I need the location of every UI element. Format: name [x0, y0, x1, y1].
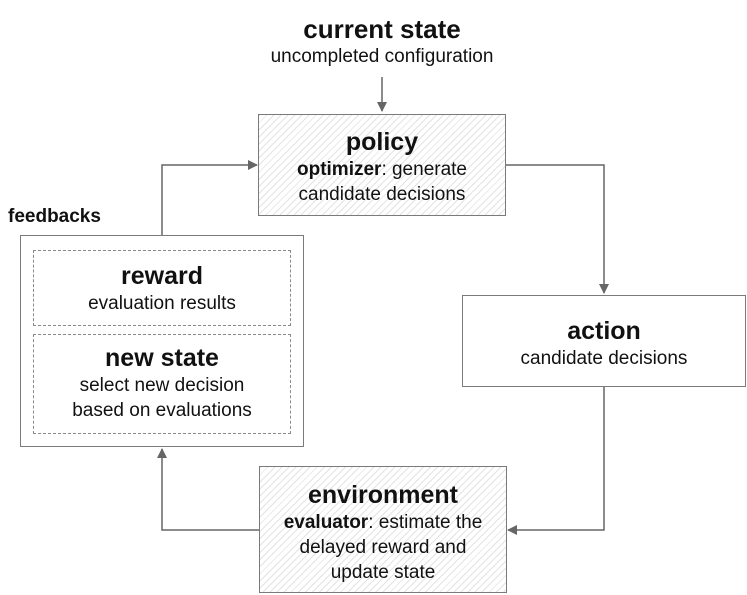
environment-line-1-rest: : estimate the: [368, 512, 483, 533]
current-state-subtitle: uncompleted configuration: [270, 46, 494, 67]
action-box: action candidate decisions: [462, 295, 746, 387]
current-state-block: current state uncompleted configuration: [232, 14, 532, 69]
environment-line-1: evaluator: estimate the: [260, 510, 506, 535]
feedbacks-label: feedbacks: [8, 206, 101, 227]
reward-title: reward: [121, 262, 203, 290]
environment-line-2: delayed reward and: [299, 537, 467, 558]
environment-title: environment: [307, 481, 459, 509]
reward-subtitle: evaluation results: [88, 293, 236, 314]
environment-line-3: update state: [330, 562, 436, 583]
arrow-policy-to-action: [505, 164, 609, 294]
current-state-title: current state: [303, 14, 461, 44]
new-state-title: new state: [105, 344, 219, 372]
reward-box: reward evaluation results: [33, 250, 291, 326]
new-state-box: new state select new decision based on e…: [33, 334, 291, 434]
policy-box: policy optimizer: generate candidate dec…: [258, 114, 506, 216]
arrow-feedbacks-to-policy: [161, 160, 258, 235]
policy-title: policy: [345, 128, 419, 156]
policy-line-1: optimizer: generate: [259, 157, 505, 182]
new-state-line-2: based on evaluations: [72, 400, 252, 421]
new-state-line-1: select new decision: [79, 375, 245, 396]
arrow-action-to-environment: [507, 387, 605, 535]
feedbacks-box: reward evaluation results new state sele…: [20, 235, 304, 447]
policy-optimizer-label: optimizer: [296, 159, 382, 180]
arrow-environment-to-feedbacks: [157, 448, 259, 531]
policy-line-1-rest: : generate: [381, 159, 468, 180]
action-title: action: [567, 317, 641, 345]
environment-evaluator-label: evaluator: [283, 512, 369, 533]
policy-line-2: candidate decisions: [298, 184, 466, 205]
action-subtitle: candidate decisions: [520, 348, 688, 369]
environment-box: environment evaluator: estimate the dela…: [259, 466, 507, 593]
